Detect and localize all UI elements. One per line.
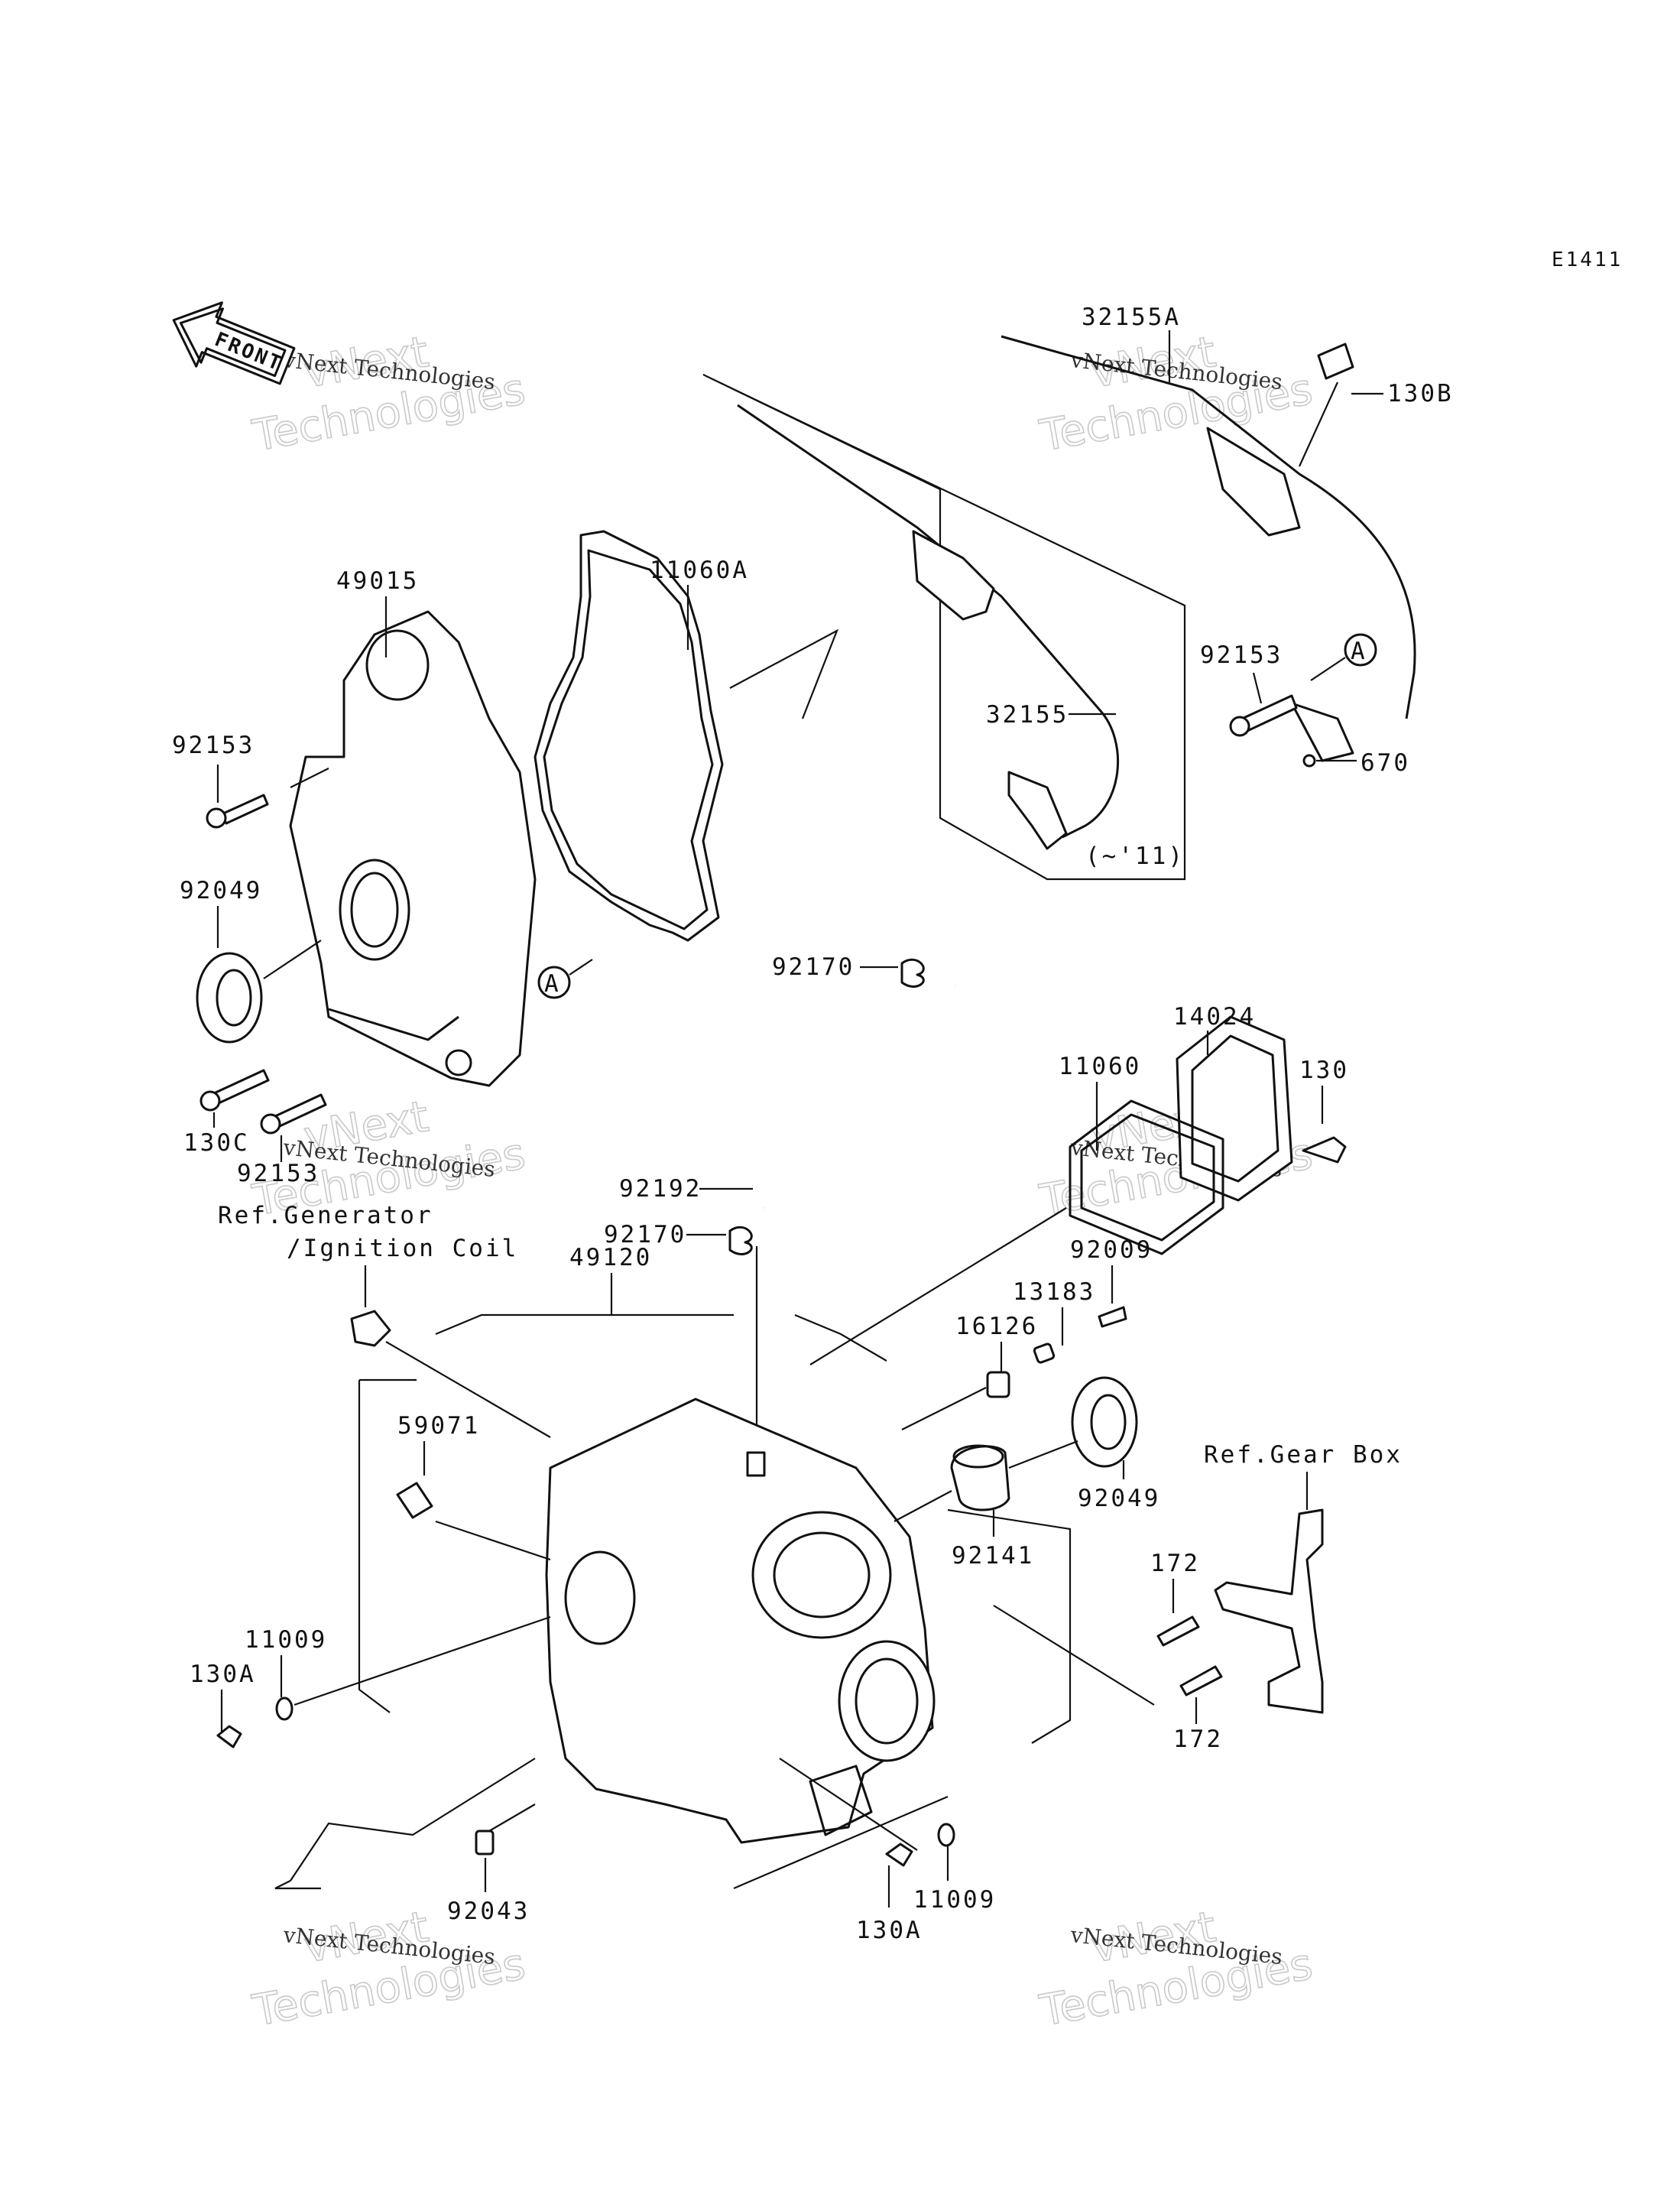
label-130A-left: 130A xyxy=(190,1661,256,1688)
front-arrow-icon: FRONT xyxy=(172,301,296,385)
label-130: 130 xyxy=(1299,1057,1349,1084)
reference-a-label: A xyxy=(1351,638,1367,665)
label-49120: 49120 xyxy=(569,1244,652,1271)
label-92049-left: 92049 xyxy=(180,877,262,904)
label-92192: 92192 xyxy=(619,1175,702,1203)
label-130C: 130C xyxy=(183,1129,250,1157)
breather-hose-92192: 92170 92192 92170 xyxy=(604,953,1016,1453)
reference-a-label: A xyxy=(544,970,561,998)
label-11060A: 11060A xyxy=(650,557,749,584)
reference-a-marker xyxy=(1344,633,1377,667)
ref-generator: Ref.Generator /Ignition Coil xyxy=(218,1202,551,1438)
left-fasteners: 92153 92049 130C 92153 A xyxy=(172,732,593,1187)
label-670: 670 xyxy=(1361,749,1410,777)
label-59071: 59071 xyxy=(397,1412,480,1440)
label-172-top: 172 xyxy=(1150,1550,1200,1577)
label-92141: 92141 xyxy=(952,1542,1034,1570)
label-172-bottom: 172 xyxy=(1173,1726,1223,1753)
label-49015: 49015 xyxy=(336,567,419,595)
label-11009-right: 11009 xyxy=(913,1886,996,1914)
label-11060: 11060 xyxy=(1059,1053,1141,1080)
crankcase-small-parts: 92009 13183 16126 92049 92141 59071 xyxy=(396,1236,1160,1570)
gasket-11060A: 11060A xyxy=(534,530,749,942)
label-92153-lower: 92153 xyxy=(237,1160,319,1187)
oil-gauge-assembly: 32155 (~'11) xyxy=(702,374,1186,881)
label-92043: 92043 xyxy=(447,1898,530,1925)
label-130A-right: 130A xyxy=(856,1917,923,1944)
ref-gear-box: Ref.Gear Box 172 172 xyxy=(993,1441,1403,1753)
crankcase-49120: 49120 xyxy=(274,1244,1072,1890)
label-14024: 14024 xyxy=(1173,1003,1256,1031)
label-11-year: (~'11) xyxy=(1085,843,1185,870)
label-92153-left: 92153 xyxy=(172,732,255,759)
label-ref-gear-box: Ref.Gear Box xyxy=(1204,1441,1403,1469)
bottom-fasteners: 11009 130A 92043 11009 130A xyxy=(190,1615,996,1944)
label-13183: 13183 xyxy=(1013,1278,1095,1306)
label-ref-generator: Ref.Generator xyxy=(218,1202,433,1229)
label-130B: 130B xyxy=(1387,380,1454,407)
cover-plate-14024: 14024 11060 130 xyxy=(809,1003,1349,1365)
oil-gauge-32155A: 32155A 130B 92153 670 A xyxy=(1001,304,1454,777)
label-11009-left: 11009 xyxy=(245,1626,327,1654)
label-32155: 32155 xyxy=(986,701,1069,729)
label-92009: 92009 xyxy=(1070,1236,1153,1264)
label-92170-bottom: 92170 xyxy=(604,1221,686,1248)
label-92153-right: 92153 xyxy=(1200,641,1283,669)
label-16126: 16126 xyxy=(955,1313,1038,1340)
gear-case-cover-49015: 49015 xyxy=(289,567,537,1087)
label-32155A: 32155A xyxy=(1082,304,1181,331)
diagram-code: E1411 xyxy=(1552,248,1623,271)
label-92170-top: 92170 xyxy=(772,953,855,981)
label-ignition-coil: /Ignition Coil xyxy=(287,1235,518,1262)
reference-a-marker xyxy=(537,966,571,999)
label-92049-right: 92049 xyxy=(1078,1485,1160,1512)
